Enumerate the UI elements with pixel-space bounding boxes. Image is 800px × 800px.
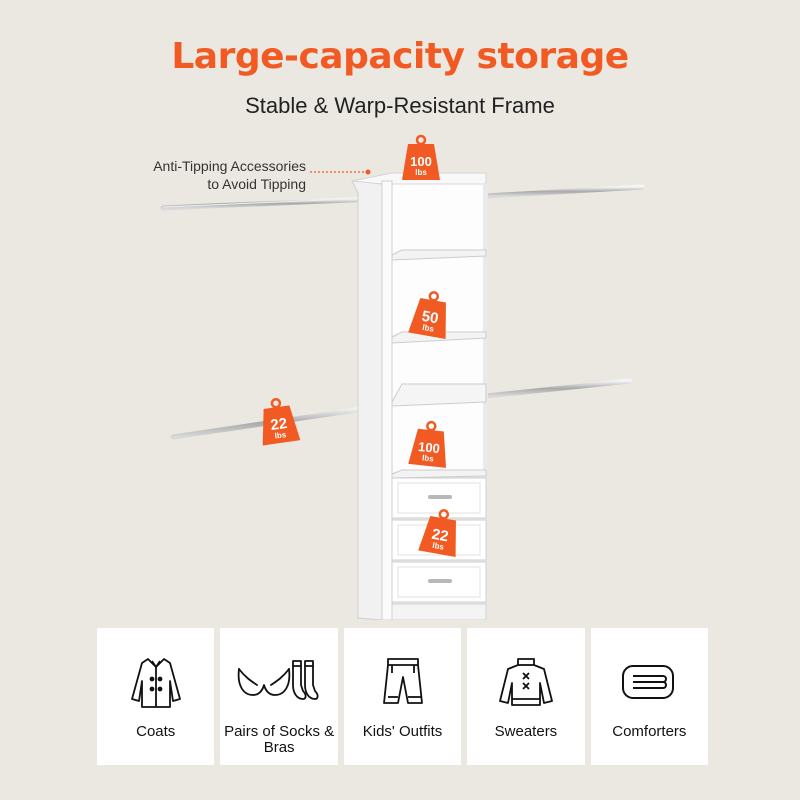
shelf [391, 249, 487, 261]
badge-unit: lbs [422, 323, 435, 334]
category-card-kids-outfits: Kids' Outfits [343, 628, 462, 765]
socks-bra-icon [220, 656, 337, 708]
badge-unit: lbs [274, 430, 287, 441]
badge-value: 22 [269, 415, 288, 434]
badge-unit: lbs [415, 168, 427, 177]
page-title: Large-capacity storage [171, 36, 629, 77]
annotation-dot [365, 169, 371, 175]
category-card-comforters: Comforters [590, 628, 709, 765]
closet-tower [351, 172, 488, 620]
category-card-socks-bras: Pairs of Socks & Bras [220, 628, 338, 765]
closet-illustration: 100 lbs 50 lbs 22 lbs 100 lbs 22 lbs [160, 134, 645, 620]
category-label: Comforters [612, 723, 687, 740]
drawer [391, 477, 487, 519]
category-label: Sweaters [494, 723, 558, 740]
annotation-line-1: Anti-Tipping Accessories [153, 158, 306, 174]
badge-value: 50 [420, 308, 439, 328]
coat-icon [97, 656, 214, 708]
category-label: Kids' Outfits [362, 723, 443, 740]
weight-badge-middle: 50 lbs [408, 291, 446, 340]
weight-badge-top: 100 lbs [402, 134, 440, 180]
drawer [391, 561, 487, 603]
badge-unit: lbs [432, 541, 445, 552]
weight-badge-rod: 22 lbs [262, 397, 301, 446]
shelf [391, 383, 487, 407]
weight-badge-bottom-shelf: 100 lbs [408, 420, 447, 468]
kids-outfit-icon [344, 656, 461, 708]
weight-badge-drawer: 22 lbs [418, 509, 456, 558]
sweater-icon [467, 656, 584, 708]
category-cards: Coats Pairs of Socks & Bras Kids' Outfit… [97, 628, 709, 765]
badge-value: 100 [410, 154, 432, 169]
shelf [391, 469, 487, 479]
badge-unit: lbs [422, 453, 435, 463]
category-card-coats: Coats [97, 628, 215, 765]
hanging-rod-upper-right [483, 184, 645, 199]
anti-tipping-annotation: Anti-Tipping Accessories to Avoid Tippin… [108, 157, 306, 193]
badge-value: 100 [417, 439, 440, 456]
page-subtitle: Stable & Warp-Resistant Frame [245, 93, 555, 118]
annotation-line-2: to Avoid Tipping [207, 176, 306, 192]
hanging-rod-upper-left [160, 196, 375, 211]
category-card-sweaters: Sweaters [467, 628, 585, 765]
badge-value: 22 [430, 526, 449, 546]
hanging-rod-lower-right [483, 378, 633, 399]
category-label: Coats [136, 723, 176, 740]
category-label: Pairs of Socks & Bras [224, 723, 335, 756]
comforter-icon [591, 656, 708, 708]
